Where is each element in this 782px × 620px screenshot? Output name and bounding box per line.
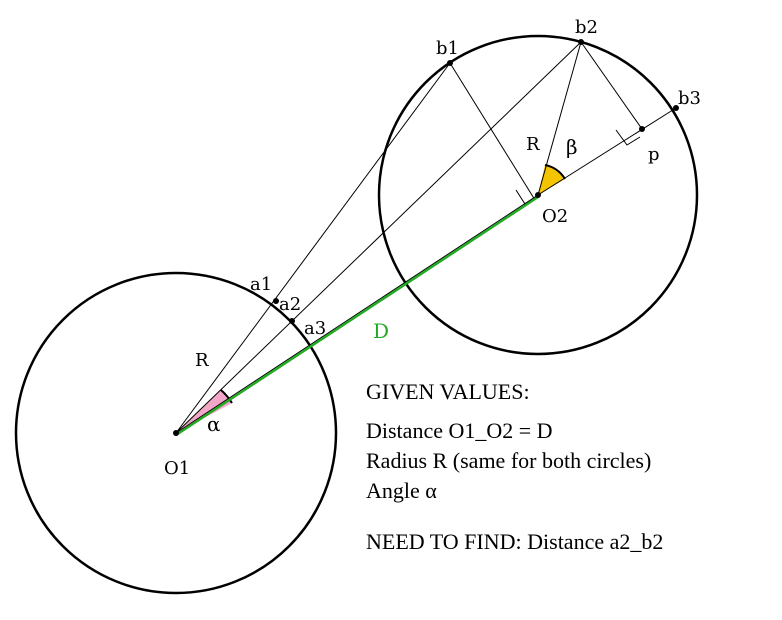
- label-p: p: [648, 144, 660, 165]
- line-b1-o2-foot: [449, 62, 536, 201]
- given-line-angle: Angle α: [366, 478, 437, 503]
- circle-1: [14, 271, 338, 595]
- right-angle-marker-p: [615, 129, 641, 146]
- label-radius-1: R: [195, 350, 209, 371]
- label-a3: a3: [304, 318, 326, 339]
- label-b3: b3: [678, 88, 701, 109]
- label-angle-beta: β: [566, 135, 578, 159]
- angle-alpha-wedge: [176, 390, 232, 433]
- point-a1: [273, 298, 279, 304]
- line-o1-b2: [175, 41, 582, 434]
- distance-line-o1-o2: [175, 195, 539, 437]
- line-b2-p: [580, 41, 643, 130]
- label-a2: a2: [279, 294, 301, 315]
- given-values-title: GIVEN VALUES:: [366, 379, 530, 404]
- point-b2: [578, 39, 584, 45]
- line-o1-b1: [175, 62, 451, 434]
- point-p: [639, 126, 645, 132]
- line-o2-b2-radius: [537, 41, 582, 196]
- line-o2-b3: [537, 107, 677, 196]
- point-b1: [447, 60, 453, 66]
- label-b1: b1: [436, 38, 459, 59]
- label-o1: O1: [164, 458, 190, 479]
- label-angle-alpha: α: [207, 412, 221, 436]
- point-o1: [173, 430, 179, 436]
- label-b2: b2: [575, 17, 598, 38]
- need-to-find: NEED TO FIND: Distance a2_b2: [366, 529, 663, 554]
- label-o2: O2: [542, 206, 568, 227]
- given-line-distance: Distance O1_O2 = D: [366, 418, 553, 443]
- distance-line-shadow: [175, 194, 539, 434]
- circle-2: [377, 34, 699, 356]
- point-b3: [673, 105, 679, 111]
- given-line-radius: Radius R (same for both circles): [366, 448, 651, 473]
- label-radius-2: R: [526, 134, 540, 155]
- label-distance-d: D: [373, 319, 389, 343]
- label-a1: a1: [250, 274, 272, 295]
- point-a2: [289, 318, 295, 324]
- point-o2: [535, 192, 541, 198]
